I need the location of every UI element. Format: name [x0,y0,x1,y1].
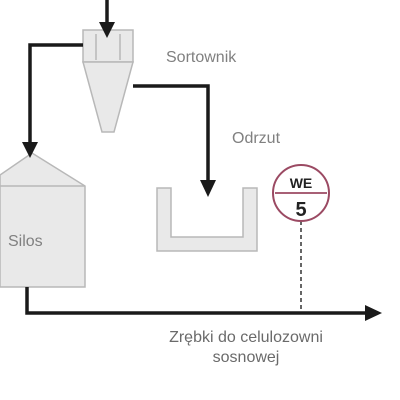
cyclone-to-silo-line [28,43,83,145]
label-output-line2: sosnowej [213,349,280,366]
label-odrzut: Odrzut [232,130,281,147]
silo-arrowhead [22,142,38,158]
reject-container [156,187,258,252]
badge-bottom-text: 5 [295,199,306,221]
badge-top-text: WE [290,175,313,191]
output-arrowhead [365,305,382,321]
silo-to-output-line [25,287,368,315]
inlet-arrowhead [99,22,115,38]
measurement-badge: WE 5 [272,164,330,312]
silo [0,152,86,288]
cyclone-separator [82,29,134,133]
label-silos: Silos [8,233,43,250]
reject-arrowhead [200,180,216,197]
label-sortownik: Sortownik [166,49,237,66]
arrowheads [22,22,382,321]
flow-lines [25,0,368,315]
label-output-line1: Zrębki do celulozowni [169,329,323,346]
cyclone-to-reject-line [133,84,210,182]
